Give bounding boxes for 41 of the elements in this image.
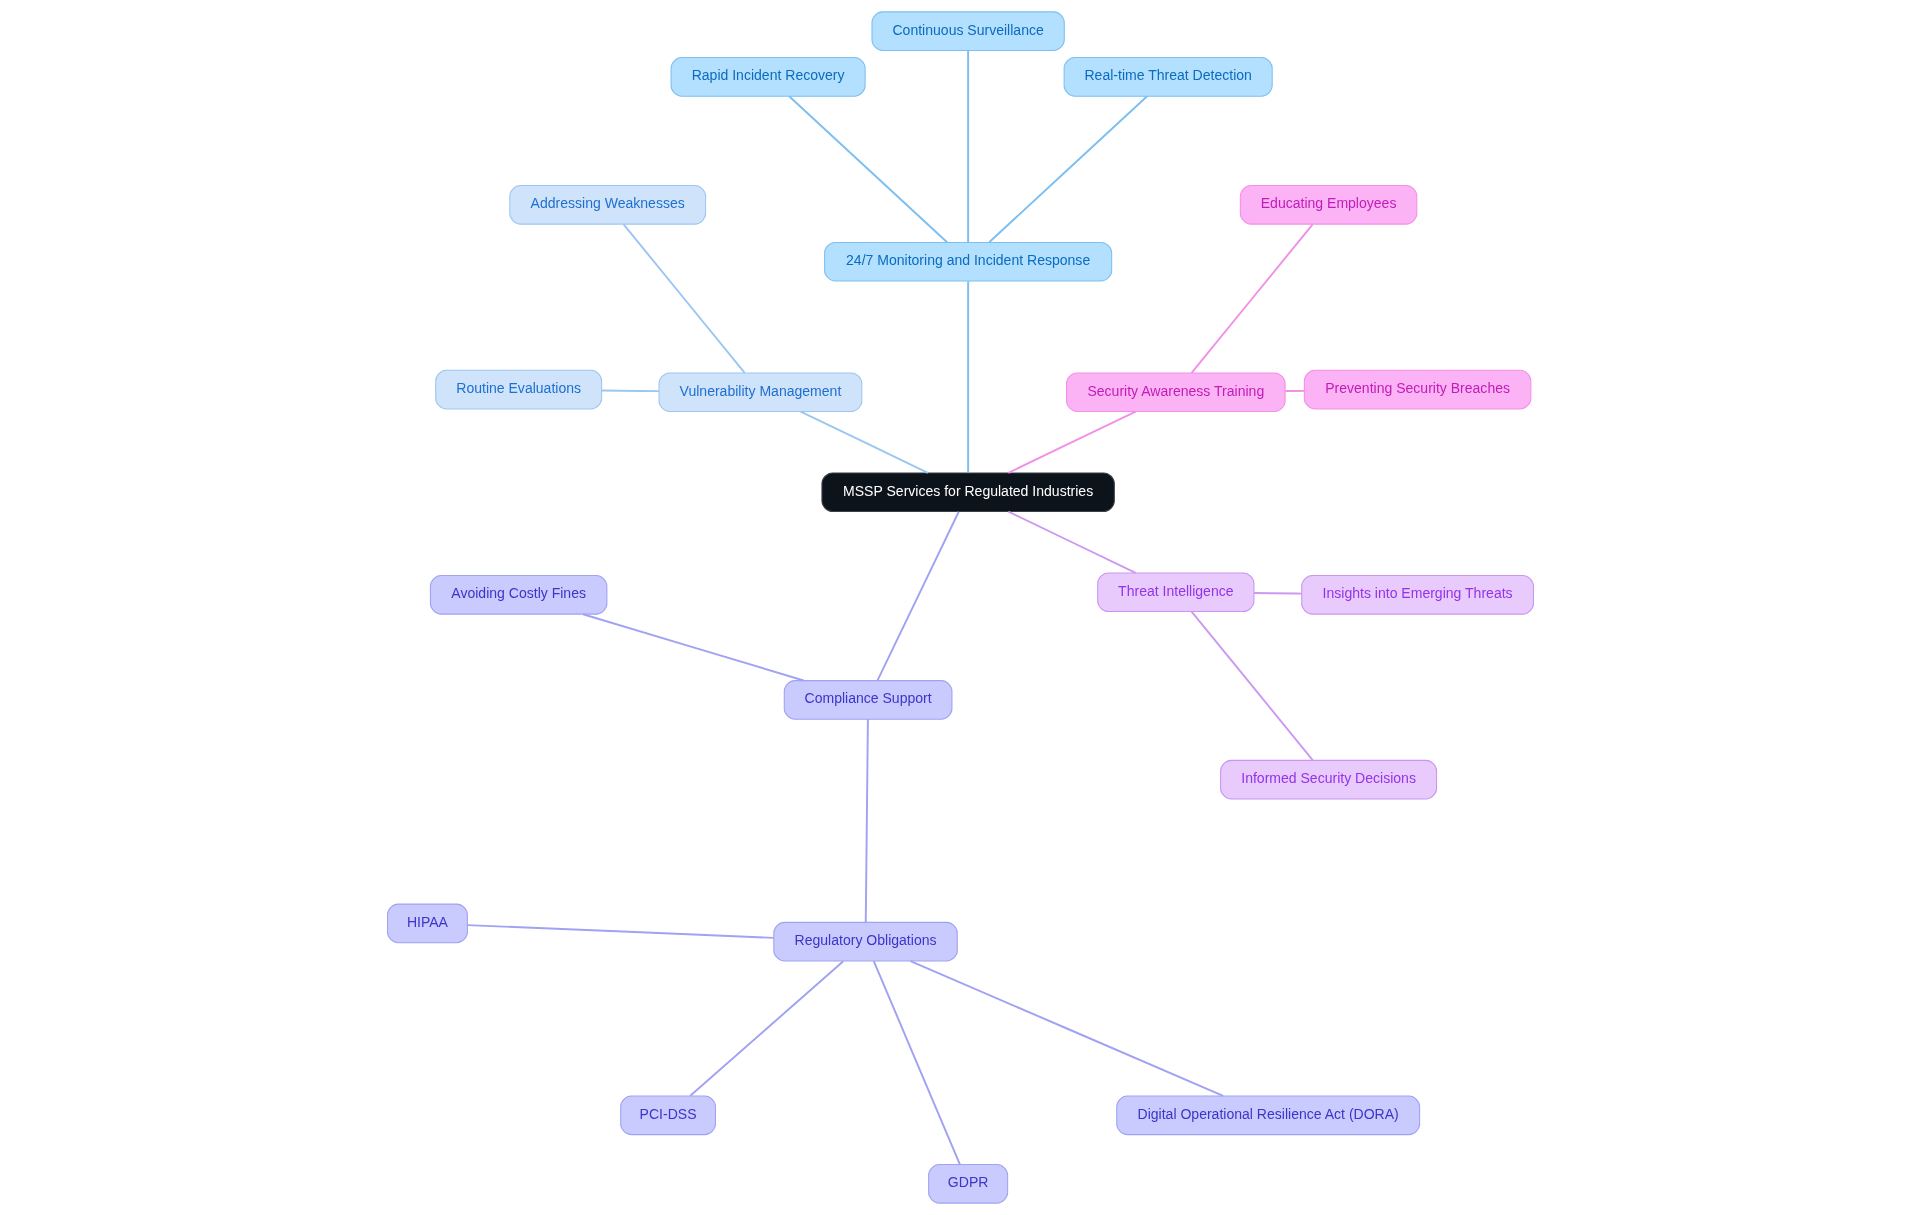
node-box: Compliance Support: [783, 680, 952, 720]
connector: [787, 95, 948, 244]
connector: [581, 613, 805, 682]
connector: [872, 960, 961, 1166]
node-box: Informed Security Decisions: [1219, 759, 1437, 800]
connector: [600, 389, 660, 393]
node-box: Threat Intelligence: [1096, 572, 1254, 613]
connector: [799, 410, 929, 474]
node-box: HIPAA: [386, 903, 468, 944]
node-box: Regulatory Obligations: [772, 921, 958, 962]
connector: [864, 718, 869, 924]
connector: [466, 924, 775, 939]
node-box: Digital Operational Resilience Act (DORA): [1115, 1095, 1420, 1136]
connector: [1006, 410, 1137, 474]
node-box: Avoiding Costly Fines: [429, 575, 607, 615]
node-box: Educating Employees: [1239, 184, 1417, 225]
node-box: PCI-DSS: [619, 1095, 716, 1136]
node-box: Real-time Threat Detection: [1063, 57, 1273, 97]
connector: [987, 95, 1148, 244]
node-box: 24/7 Monitoring and Incident Response: [823, 241, 1112, 282]
node-box: Insights into Emerging Threats: [1300, 575, 1534, 615]
connector: [909, 960, 1224, 1097]
connector: [1252, 592, 1302, 595]
node-box: MSSP Services for Regulated Industries: [820, 472, 1115, 513]
node-box: Vulnerability Management: [658, 372, 862, 413]
node-box: Rapid Incident Recovery: [670, 57, 866, 97]
node-box: Routine Evaluations: [434, 369, 602, 410]
node-box: Security Awareness Training: [1065, 372, 1286, 413]
connector: [688, 960, 844, 1097]
connector: [1283, 389, 1305, 393]
connector: [966, 280, 969, 474]
connector: [966, 49, 969, 244]
connector: [1190, 223, 1314, 374]
node-box: Continuous Surveillance: [870, 11, 1065, 52]
connector: [875, 510, 960, 682]
node-box: Addressing Weaknesses: [508, 184, 706, 225]
node-box: Preventing Security Breaches: [1303, 369, 1531, 410]
node-box: GDPR: [927, 1163, 1008, 1204]
connector: [622, 223, 746, 374]
connector: [1190, 610, 1314, 762]
connector: [1006, 510, 1137, 574]
